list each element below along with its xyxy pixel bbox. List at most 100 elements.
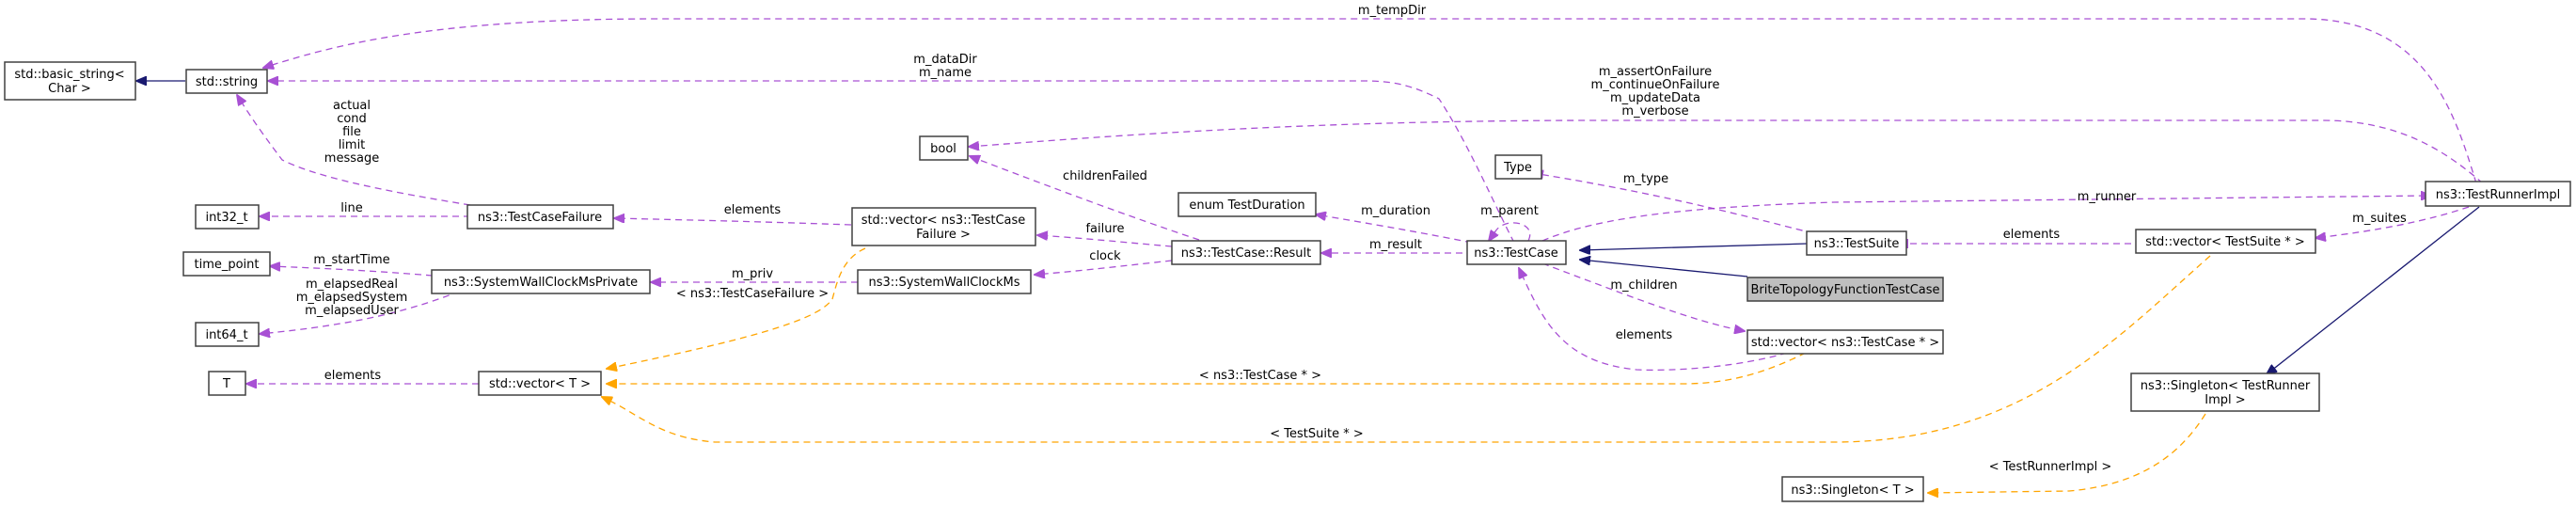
node-ns3-singleton-testrunnerimpl[interactable]: ns3::Singleton< TestRunner Impl > [2130,372,2320,412]
node-int32-t[interactable]: int32_t [195,204,260,230]
node-ns3-testsuite[interactable]: ns3::TestSuite [1806,230,1907,256]
svg-text:ns3::TestCase: ns3::TestCase [1474,246,1557,261]
node-std-vector-testcasefailure[interactable]: std::vector< ns3::TestCase Failure > [851,207,1036,246]
node-ns3-systemwallclockmsprivate[interactable]: ns3::SystemWallClockMsPrivate [431,269,651,294]
node-bool[interactable]: bool [919,135,969,161]
edge-label-m-runner: m_runner [2078,190,2137,204]
node-std-vector-testcase-ptr[interactable]: std::vector< ns3::TestCase * > [1746,329,1944,355]
node-std-string[interactable]: std::string [185,69,268,94]
svg-text:ns3::SystemWallClockMs: ns3::SystemWallClockMs [868,276,1019,290]
svg-text:std::vector< ns3::TestCase: std::vector< ns3::TestCase [861,214,1026,228]
edge-label-m-result: m_result [1369,238,1422,252]
edge-label-tmpl-testcasefailure: < ns3::TestCaseFailure > [676,287,829,301]
node-enum-testduration[interactable]: enum TestDuration [1177,192,1317,217]
edge-label-m-elapsedreal: m_elapsedReal [306,277,398,292]
edge-failure-strings [237,95,471,206]
svg-text:int32_t: int32_t [205,211,247,225]
node-ns3-testcase-result[interactable]: ns3::TestCase::Result [1171,240,1321,265]
edge-m-elapsed [260,286,471,334]
svg-text:BriteTopologyFunctionTestCase: BriteTopologyFunctionTestCase [1750,283,1939,297]
svg-text:ns3::TestRunnerImpl: ns3::TestRunnerImpl [2436,188,2561,202]
edge-tmpl-testcase-ptr [607,352,1807,384]
edge-brite-inherits-testcase [1580,260,1748,277]
edge-label-m-priv: m_priv [732,267,773,281]
svg-text:Char >: Char > [48,82,91,96]
node-ns3-testcase[interactable]: ns3::TestCase [1466,240,1567,265]
svg-text:ns3::SystemWallClockMsPrivate: ns3::SystemWallClockMsPrivate [444,276,638,290]
svg-text:std::string: std::string [196,75,258,89]
node-time-point[interactable]: time_point [182,251,271,277]
edge-label-vec-tcp-elements: elements [1616,328,1673,342]
edge-testsuite-inherits-testcase [1580,243,1809,250]
svg-text:std::vector< ns3::TestCase * >: std::vector< ns3::TestCase * > [1751,336,1939,350]
edge-label-m-elapsedsystem: m_elapsedSystem [296,291,408,305]
edge-label-vector-t-elements: elements [324,369,382,383]
svg-text:Failure >: Failure > [916,228,971,242]
edge-label-clock: clock [1089,249,1121,263]
edges-layer: m_tempDir m_dataDir m_name actual cond f… [136,4,2484,493]
node-std-vector-testsuite-ptr[interactable]: std::vector< TestSuite * > [2135,229,2316,254]
edge-label-m-starttime: m_startTime [313,253,389,267]
edge-tmpl-testsuite-ptr [602,255,2211,443]
edge-label-children-failed: childrenFailed [1063,169,1147,183]
node-ns3-testrunnerimpl[interactable]: ns3::TestRunnerImpl [2425,181,2571,207]
svg-text:Impl >: Impl > [2205,393,2245,407]
edge-label-m-continueonfailure: m_continueOnFailure [1591,78,1720,92]
edge-label-limit: limit [339,138,366,152]
edge-vec-tcp-elements [1519,268,1788,372]
svg-text:ns3::TestSuite: ns3::TestSuite [1814,237,1900,251]
svg-text:int64_t: int64_t [205,328,247,342]
edge-vec-tcf-elements [614,218,852,226]
edge-m-type [1533,173,1814,234]
node-ns3-testcasefailure[interactable]: ns3::TestCaseFailure [466,204,614,230]
edge-runner-bools [969,119,2484,184]
edge-label-m-updatedata: m_updateData [1610,91,1700,105]
svg-text:ns3::Singleton< TestRunner: ns3::Singleton< TestRunner [2141,379,2311,393]
svg-text:time_point: time_point [194,258,259,272]
edge-label-m-elapseduser: m_elapsedUser [305,304,399,318]
edge-runner-inherits-singleton [2267,206,2480,374]
node-britetopologyfunctiontestcase[interactable]: BriteTopologyFunctionTestCase [1746,277,1944,302]
edge-label-tmpl-testsuite-ptr: < TestSuite * > [1270,427,1363,441]
edge-label-m-suites: m_suites [2352,212,2407,226]
edge-m-parent [1489,222,1531,241]
edge-label-actual: actual [333,99,371,113]
edge-label-file: file [342,125,361,139]
edge-tmpl-testcasefailure [607,247,866,369]
edge-m-datadir-m-name [268,81,1515,244]
edge-label-m-tempdir: m_tempDir [1358,4,1427,18]
edge-label-m-duration: m_duration [1361,204,1430,218]
edge-label-m-assertonfailure: m_assertOnFailure [1599,65,1712,79]
edge-m-runner [1541,196,2431,242]
edge-label-m-verbose: m_verbose [1621,104,1688,119]
edge-tmpl-testrunnerimpl [1928,413,2206,493]
node-std-basic-string[interactable]: std::basic_string< Char > [4,61,136,101]
edge-label-m-children: m_children [1610,278,1677,293]
svg-text:Type: Type [1503,161,1532,175]
edge-label-failure: failure [1085,222,1124,236]
node-int64-t[interactable]: int64_t [195,322,260,347]
edge-children-failed [970,156,1200,241]
node-type[interactable]: Type [1494,154,1542,180]
nodes-layer: std::basic_string< Char > std::string in… [4,61,2571,502]
edge-clock [1035,260,1173,275]
node-T[interactable]: T [208,371,246,396]
edge-label-tmpl-testcase-ptr: < ns3::TestCase * > [1199,369,1321,383]
edge-label-message: message [324,151,379,166]
svg-text:enum TestDuration: enum TestDuration [1189,198,1304,213]
svg-text:std::vector< TestSuite * >: std::vector< TestSuite * > [2145,235,2305,249]
node-ns3-systemwallclockms[interactable]: ns3::SystemWallClockMs [857,269,1032,294]
edge-label-vec-tcf-elements: elements [724,203,782,217]
edge-label-vec-tsp-elements: elements [2003,228,2061,242]
edge-label-m-datadir: m_dataDir [913,53,977,67]
svg-text:bool: bool [930,142,956,156]
edge-label-tmpl-testrunnerimpl: < TestRunnerImpl > [1989,460,2112,474]
node-ns3-singleton-t[interactable]: ns3::Singleton< T > [1781,476,1924,502]
edge-m-children [1541,262,1745,331]
edge-label-m-name: m_name [919,66,972,80]
svg-text:ns3::Singleton< T >: ns3::Singleton< T > [1791,483,1914,498]
node-std-vector-t[interactable]: std::vector< T > [478,371,602,396]
svg-text:T: T [222,377,230,391]
edge-label-m-parent: m_parent [1480,204,1539,218]
